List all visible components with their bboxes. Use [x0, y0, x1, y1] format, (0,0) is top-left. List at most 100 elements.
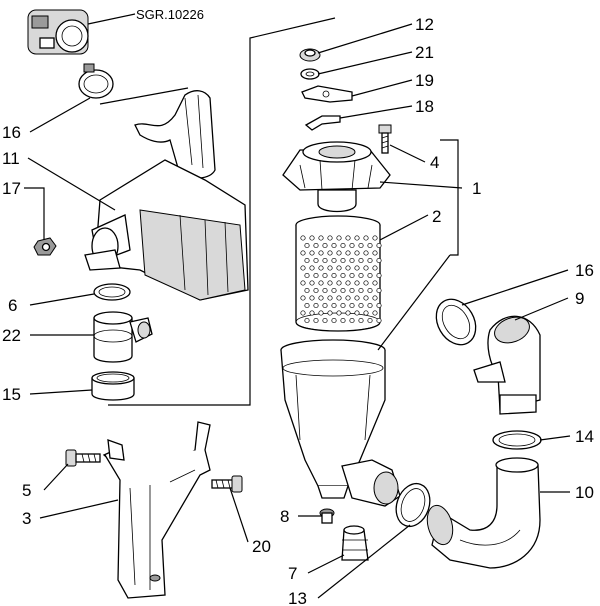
perforation-hole — [354, 265, 360, 271]
perforation-hole — [363, 265, 369, 271]
perforation-hole — [358, 242, 364, 249]
nut-12-drawing — [299, 48, 321, 62]
callout-5: 5 — [22, 481, 31, 500]
perforation-hole — [309, 280, 315, 286]
perforation-hole — [367, 302, 373, 309]
perforation-hole — [372, 295, 378, 301]
coupling-15-drawing — [91, 371, 135, 401]
hose-10-drawing — [426, 457, 541, 569]
callout-22: 22 — [2, 326, 21, 345]
perforation-hole — [309, 250, 315, 256]
clip-18-drawing — [304, 115, 341, 131]
perforation-hole — [372, 235, 378, 241]
perforation-hole — [300, 265, 306, 271]
hose-clamp-right-drawing — [435, 298, 477, 346]
perforation-hole — [318, 235, 324, 241]
perforation-hole — [349, 287, 355, 294]
perforation-hole — [336, 310, 342, 316]
perforation-hole — [318, 265, 324, 271]
callout-4: 4 — [430, 153, 439, 172]
elbow-9-drawing — [473, 315, 541, 415]
perforation-hole — [327, 280, 333, 286]
perforation-hole — [304, 287, 310, 294]
perforation-hole — [336, 265, 342, 271]
perforation-hole — [304, 317, 310, 324]
svg-text:SGR.10226: SGR.10226 — [136, 7, 204, 22]
perforation-hole — [300, 235, 306, 241]
perforation-hole — [340, 242, 346, 249]
perforation-hole — [340, 317, 346, 324]
perforation-hole — [327, 235, 333, 241]
throttle-body-drawing — [27, 9, 89, 55]
perforation-hole — [376, 257, 382, 264]
perforation-hole — [313, 302, 319, 309]
perforation-hole — [327, 310, 333, 316]
perforation-hole — [318, 280, 324, 286]
perforation-hole — [367, 317, 373, 324]
callout-7: 7 — [288, 564, 297, 583]
perforation-hole — [354, 235, 360, 241]
clamp-14-drawing — [492, 430, 542, 450]
perforation-hole — [367, 272, 373, 279]
perforation-hole — [354, 295, 360, 301]
perforation-hole — [349, 302, 355, 309]
callout-18: 18 — [415, 97, 434, 116]
perforation-hole — [327, 250, 333, 256]
perforation-hole — [345, 310, 351, 316]
drain-boot-7-drawing — [341, 525, 369, 561]
perforation-hole — [376, 302, 382, 309]
perforation-hole — [313, 272, 319, 279]
perforation-hole — [322, 302, 328, 309]
perforation-hole — [322, 317, 328, 324]
perforation-hole — [336, 295, 342, 301]
clamp-13-drawing — [395, 482, 431, 528]
filter-perforations — [300, 235, 382, 324]
perforation-hole — [300, 250, 306, 256]
callout-8: 8 — [280, 507, 289, 526]
callout-14: 14 — [575, 427, 594, 446]
perforation-hole — [345, 280, 351, 286]
perforation-hole — [349, 257, 355, 264]
perforation-hole — [345, 250, 351, 256]
perforation-hole — [309, 265, 315, 271]
perforation-hole — [376, 287, 382, 294]
perforation-hole — [318, 295, 324, 301]
perforation-hole — [336, 250, 342, 256]
perforation-hole — [313, 257, 319, 264]
bracket-19-drawing — [301, 85, 353, 103]
boundary-lines — [99, 17, 336, 406]
callout-11: 11 — [2, 149, 20, 168]
perforation-hole — [313, 242, 319, 249]
perforation-hole — [322, 272, 328, 279]
drain-valve-8-drawing — [319, 508, 335, 524]
perforation-hole — [331, 257, 337, 264]
perforation-hole — [358, 302, 364, 309]
perforation-hole — [313, 287, 319, 294]
filter-cover-1-drawing — [282, 141, 391, 213]
perforation-hole — [367, 257, 373, 264]
perforation-hole — [336, 280, 342, 286]
leader-lines — [24, 23, 571, 599]
perforation-hole — [376, 272, 382, 279]
perforation-hole — [376, 317, 382, 324]
screw-5-drawing — [65, 449, 101, 467]
nut-drawing — [33, 237, 57, 256]
perforation-hole — [367, 242, 373, 249]
callout-labels: 12 21 19 18 4 1 2 16 11 17 6 22 15 16 9 … — [2, 15, 594, 606]
callout-16-left: 16 — [2, 123, 21, 142]
perforation-hole — [327, 295, 333, 301]
callout-17: 17 — [2, 179, 21, 198]
perforation-hole — [300, 310, 306, 316]
perforation-hole — [358, 272, 364, 279]
perforation-hole — [304, 257, 310, 264]
perforation-hole — [318, 250, 324, 256]
callout-21: 21 — [415, 43, 434, 62]
perforation-hole — [363, 280, 369, 286]
sleeve-22-drawing — [93, 311, 153, 363]
perforation-hole — [367, 287, 373, 294]
perforation-hole — [322, 257, 328, 264]
callout-6: 6 — [8, 296, 17, 315]
perforation-hole — [331, 272, 337, 279]
perforation-hole — [304, 302, 310, 309]
perforation-hole — [340, 257, 346, 264]
